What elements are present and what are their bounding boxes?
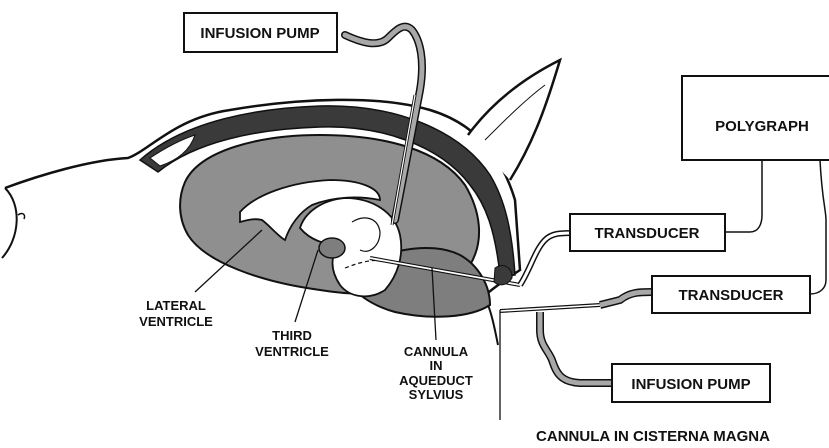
cannula-cisterna-label: CANNULA IN CISTERNA MAGNA [536,428,770,445]
polygraph-wire-lower [810,160,826,294]
transducer-upper-label: TRANSDUCER [595,225,700,242]
cannula-aqueduct-line-1: CANNULA [404,344,469,359]
cisterna-cannula-inner [500,305,600,311]
lower-transducer-tube-fill [600,292,652,305]
neck-line [488,305,498,345]
cannula-aqueduct-line-3: AQUEDUCT [399,373,473,388]
third-ventricle-line-2: VENTRICLE [255,344,329,359]
infusion-pump-top-label: INFUSION PUMP [200,25,319,42]
cannula-aqueduct-line-2: IN [430,358,443,373]
snout-outline [2,188,17,258]
nose-detail [18,214,25,219]
cannula-aqueduct-label: CANNULA IN AQUEDUCT SYLVIUS [399,344,473,402]
lateral-ventricle-line-2: VENTRICLE [139,314,213,329]
upper-transducer-tube [520,233,575,285]
lateral-ventricle-label: LATERAL VENTRICLE [139,298,213,329]
ear [468,60,560,180]
transducer-lower-label: TRANSDUCER [679,287,784,304]
third-ventricle-line-1: THIRD [272,328,312,343]
polygraph-box: POLYGRAPH [682,76,829,160]
lower-infusion-tube [540,312,612,383]
lower-infusion-tube-fill [540,312,612,383]
infusion-pump-bottom-label: INFUSION PUMP [631,376,750,393]
transducer-upper-box: TRANSDUCER [570,214,725,251]
infusion-pump-bottom-box: INFUSION PUMP [612,364,770,402]
massa-intermedia [319,238,345,258]
infusion-pump-top-box: INFUSION PUMP [184,13,337,52]
spinal-dark [494,266,512,285]
cannula-aqueduct-line-4: SYLVIUS [409,387,464,402]
polygraph-label: POLYGRAPH [715,118,809,135]
transducer-lower-box: TRANSDUCER [652,276,810,313]
third-ventricle-label: THIRD VENTRICLE [255,328,329,359]
lateral-ventricle-line-1: LATERAL [146,298,206,313]
polygraph-wire-upper [725,160,762,232]
